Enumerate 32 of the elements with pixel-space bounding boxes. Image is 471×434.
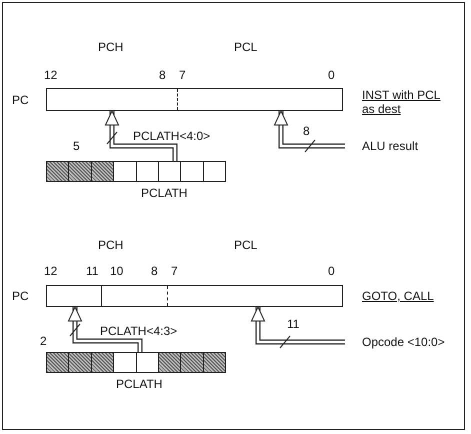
bus-arrow [68, 306, 142, 352]
bit-label: 8 [159, 68, 166, 82]
instruction-note: GOTO, CALL [362, 289, 434, 303]
bit-label: 12 [44, 264, 58, 278]
register-name: PC [12, 289, 30, 303]
bus-arrow [105, 110, 178, 161]
bus-arrow [274, 110, 345, 152]
edge-label: 8 [303, 124, 310, 138]
signal-source-label: ALU result [345, 139, 418, 153]
bit-label: PCL [234, 40, 258, 54]
register-name: PCLATH [115, 377, 164, 391]
bit-label: 0 [328, 68, 335, 82]
edge-label: PCLATH<4:0> [133, 129, 210, 143]
bit-label: PCH [98, 238, 124, 252]
register-name: PCLATH [140, 186, 188, 200]
signal-source-label: Opcode <10:0> [345, 335, 445, 349]
bit-label: 0 [328, 264, 335, 278]
bit-label: 2 [40, 334, 47, 348]
bit-label: 5 [73, 139, 80, 153]
bit-label: PCL [234, 238, 258, 252]
instruction-note: INST with PCL as dest [362, 88, 442, 116]
bit-label: PCH [98, 40, 124, 54]
bit-label: 10 [110, 264, 124, 278]
bit-label: 7 [179, 68, 186, 82]
edge-label: PCLATH<4:3> [100, 324, 178, 338]
bit-label: 7 [171, 264, 178, 278]
bit-label: 8 [151, 264, 158, 278]
edge-label: 11 [287, 317, 300, 331]
bit-label: 12 [44, 68, 58, 82]
register-name: PC [12, 92, 30, 106]
bus-arrow [251, 306, 345, 348]
bit-label: 11 [86, 264, 98, 278]
